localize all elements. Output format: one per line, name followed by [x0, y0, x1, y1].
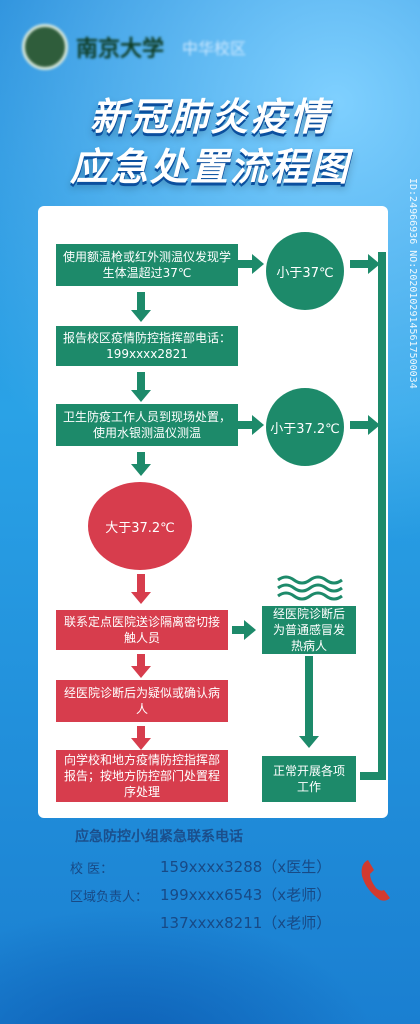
step-common-fever: 经医院诊断后为普通感冒发热病人	[262, 606, 356, 654]
step-confirmed: 经医院诊断后为疑似或确认病人	[56, 680, 228, 722]
phone-icon	[361, 860, 390, 901]
right-connector-bottom	[360, 772, 386, 780]
contact-value[interactable]: 137xxxx8211（x老师）	[160, 914, 332, 932]
step-report-authorities: 向学校和地方疫情防控指挥部报告；按地方防控部门处置程序处理	[56, 750, 228, 802]
right-connector-line	[378, 252, 386, 780]
step-onsite: 卫生防疫工作人员到现场处置，使用水银测温仪测温	[56, 404, 238, 446]
contact-value[interactable]: 199xxxx6543（x老师）	[160, 886, 332, 904]
circle-below-37: 小于37℃	[266, 232, 344, 310]
background-wave	[0, 884, 420, 1024]
step-report: 报告校区疫情防控指挥部电话：199xxxx2821	[56, 326, 238, 366]
university-logo: 南京大学 中华校区	[22, 24, 246, 70]
logo-campus: 中华校区	[182, 39, 247, 58]
contact-value[interactable]: 159xxxx3288（x医生）	[160, 858, 332, 876]
step-hospital: 联系定点医院送诊隔离密切接触人员	[56, 610, 228, 650]
page-title-line1: 新冠肺炎疫情	[89, 95, 330, 139]
circle-above-37-2: 大于37.2℃	[88, 482, 192, 570]
wave-icon	[277, 575, 343, 601]
logo-name: 南京大学	[76, 36, 165, 62]
seal-icon	[22, 24, 68, 70]
connector-line	[305, 656, 313, 736]
step-detect-fever: 使用额温枪或红外测温仪发现学生体温超过37℃	[56, 244, 238, 286]
contact-label: 区域负责人：	[70, 890, 149, 905]
page-title-line2: 应急处置流程图	[69, 145, 350, 189]
circle-below-37-2: 小于37.2℃	[266, 388, 344, 466]
contacts-title: 应急防控小组紧急联系电话	[75, 829, 243, 845]
contact-label: 校 医：	[70, 862, 114, 877]
watermark: ID:24966936 NO:20201029145617500034	[407, 178, 418, 389]
step-normal-work: 正常开展各项工作	[262, 756, 356, 802]
